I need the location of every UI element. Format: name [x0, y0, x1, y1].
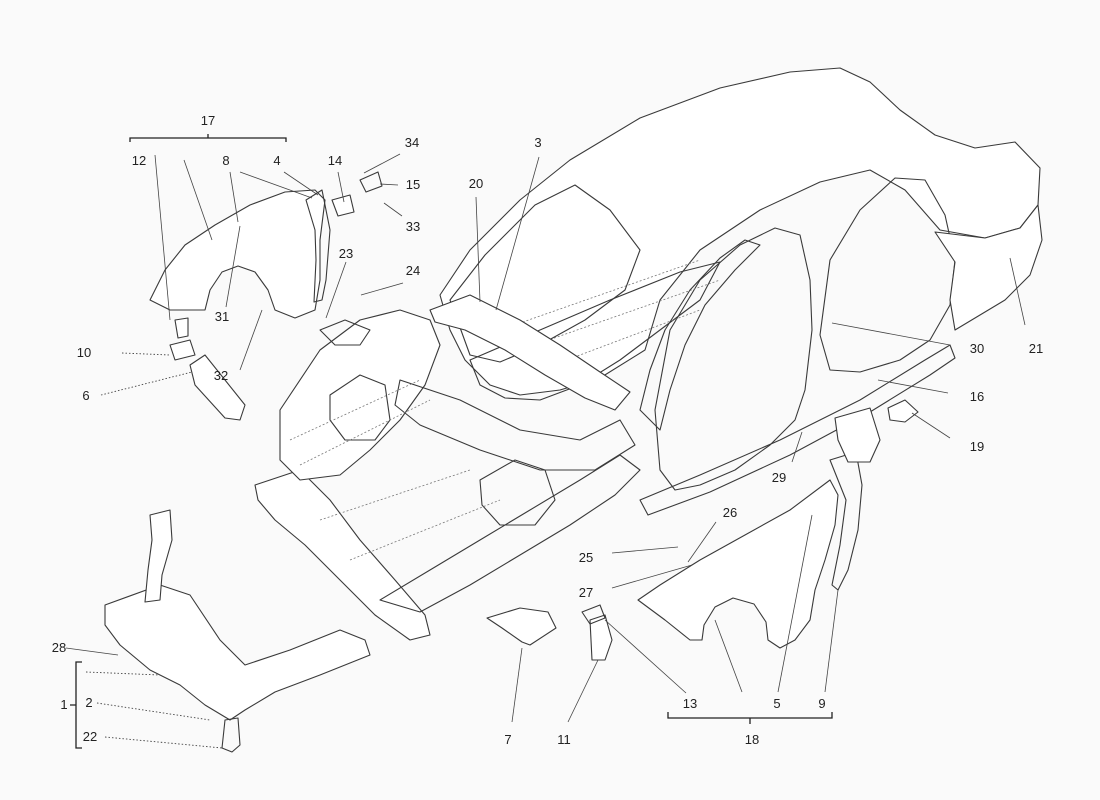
callout-4: 4: [273, 153, 281, 168]
callout-27: 27: [578, 585, 594, 600]
bracket-16: [834, 407, 881, 463]
callout-13: 13: [682, 696, 698, 711]
bracket-14: [331, 194, 355, 217]
callout-21: 21: [1028, 341, 1044, 356]
callout-2: 2: [85, 695, 93, 710]
bumper-assembly: [104, 509, 371, 753]
bracket-6: [189, 354, 246, 421]
bracket-12: [174, 317, 189, 339]
a-pillar: [639, 239, 761, 431]
callout-22: 22: [82, 729, 98, 744]
callout-3: 3: [534, 135, 542, 150]
front-crossmember: [254, 469, 431, 641]
callout-24: 24: [405, 263, 421, 278]
group-brackets: [70, 134, 833, 749]
bracket-15: [359, 171, 383, 193]
callout-19: 19: [969, 439, 985, 454]
callout-28: 28: [51, 640, 67, 655]
bracket-19: [887, 399, 919, 423]
bracket-10: [169, 339, 196, 361]
strut-tower-right: [479, 459, 556, 526]
callout-30: 30: [969, 341, 985, 356]
callout-16: 16: [969, 389, 985, 404]
windshield-frame: [449, 184, 641, 363]
body-shell: [429, 67, 1043, 516]
callout-26: 26: [722, 505, 738, 520]
callout-31: 31: [214, 309, 230, 324]
lower-bracket: [221, 717, 241, 753]
floor-pan: [469, 261, 721, 401]
bracket-group-18: [667, 712, 833, 724]
front-left-rail: [279, 309, 441, 481]
callout-1: 1: [60, 697, 68, 712]
left-fender: [149, 171, 383, 421]
callout-9: 9: [818, 696, 826, 711]
right-fender: [486, 399, 919, 661]
leader-lines: [65, 153, 1026, 749]
callout-7: 7: [504, 732, 512, 747]
callout-29: 29: [771, 470, 787, 485]
callout-18: 18: [744, 732, 760, 747]
front-structure: [254, 309, 641, 641]
callout-10: 10: [76, 345, 92, 360]
callout-14: 14: [327, 153, 343, 168]
fender-panel-left: [149, 189, 326, 319]
bracket-23: [319, 319, 371, 346]
callout-32: 32: [213, 368, 229, 383]
callout-33: 33: [405, 219, 421, 234]
bracket-13: [581, 604, 606, 625]
callout-25: 25: [578, 550, 594, 565]
front-right-rail: [379, 454, 641, 613]
callout-8: 8: [222, 153, 230, 168]
fender-liner-left: [305, 189, 331, 303]
side-sill: [639, 344, 956, 516]
callout-15: 15: [405, 177, 421, 192]
callout-20: 20: [468, 176, 484, 191]
fender-panel-right: [637, 479, 839, 649]
radiator-support: [104, 584, 371, 721]
bracket-11: [589, 614, 613, 661]
callout-23: 23: [338, 246, 354, 261]
fender-liner-right: [829, 451, 863, 591]
callout-17: 17: [200, 113, 216, 128]
firewall: [394, 379, 636, 471]
callout-34: 34: [404, 135, 420, 150]
callout-5: 5: [773, 696, 781, 711]
strut-tower-left: [329, 374, 391, 441]
callout-11: 11: [557, 732, 571, 747]
callout-12: 12: [131, 153, 147, 168]
upper-support-arm: [144, 509, 173, 603]
bracket-group-1: [70, 661, 82, 749]
rear-quarter: [934, 204, 1043, 331]
cowl-panel: [429, 294, 631, 411]
bracket-group-17: [129, 134, 287, 142]
bracket-7: [486, 607, 557, 646]
callout-6: 6: [82, 388, 90, 403]
